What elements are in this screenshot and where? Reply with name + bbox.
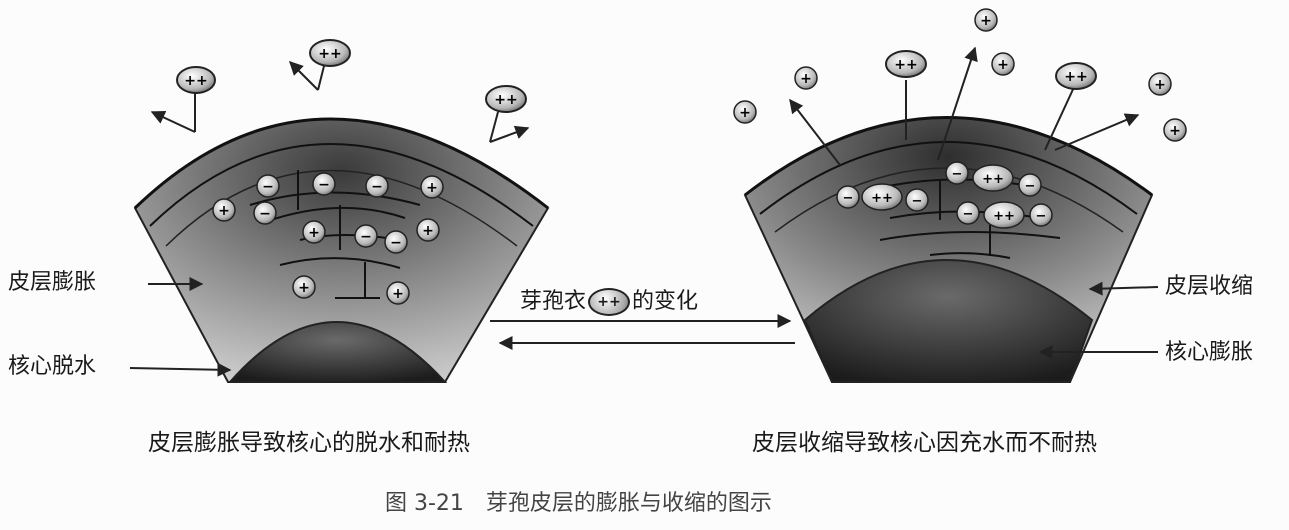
right-ion-double-plus: ++ xyxy=(993,209,1015,224)
right-ion-minus: − xyxy=(1025,179,1036,194)
left-ion-plus: + xyxy=(422,223,434,239)
left-cortex-ions: − − − + + − + − − + + xyxy=(212,172,444,305)
left-ion-plus: + xyxy=(426,180,438,196)
left-ion-plus: + xyxy=(218,203,230,219)
right-ion-double-plus: ++ xyxy=(982,172,1004,187)
right-free-ion-plus: + xyxy=(739,105,751,121)
left-cortex-label: 皮层膨胀 xyxy=(8,270,97,295)
right-free-ion-plus: + xyxy=(1154,77,1166,93)
left-ion-minus: − xyxy=(390,235,402,251)
right-ion-minus: − xyxy=(963,207,974,222)
right-core-label: 核心膨胀 xyxy=(1165,340,1254,365)
left-core-label: 核心脱水 xyxy=(8,354,97,379)
transition-label: 芽孢衣++的变化 xyxy=(520,283,698,316)
left-spore-coat-outer xyxy=(133,117,549,210)
right-free-ion-plus: + xyxy=(980,13,992,29)
left-caption: 皮层膨胀导致核心的脱水和耐热 xyxy=(148,430,470,456)
left-coat-ions: ++ ++ ++ xyxy=(150,39,530,143)
left-ion-minus: − xyxy=(318,177,330,193)
right-spore-core xyxy=(803,259,1094,383)
right-spore-coat-outer xyxy=(744,116,1153,197)
left-coat-ion-3-text: ++ xyxy=(494,92,517,108)
right-spore-coat-inner xyxy=(759,141,1138,215)
left-coat-ion-2-text: ++ xyxy=(318,46,341,62)
left-coat-ion-1-text: ++ xyxy=(184,73,207,89)
left-spore: ++ ++ ++ − − − + + xyxy=(129,39,550,383)
transition-arrows xyxy=(490,314,795,350)
transition-suffix: 的变化 xyxy=(632,289,699,314)
right-free-ion-plus: + xyxy=(1169,123,1181,139)
spore-coat-pill-icon: ++ xyxy=(588,288,631,316)
right-free-ion-plus: + xyxy=(800,71,812,87)
right-cortex-leader xyxy=(1088,281,1159,296)
transition-prefix: 芽孢衣 xyxy=(520,289,587,314)
left-ion-plus: + xyxy=(298,280,310,296)
right-ion-minus: − xyxy=(843,191,854,206)
figure-caption: 图 3-21 芽孢皮层的膨胀与收缩的图示 xyxy=(385,491,772,516)
right-cortex-label: 皮层收缩 xyxy=(1165,274,1254,299)
right-caption: 皮层收缩导致核心因充水而不耐热 xyxy=(752,430,1097,456)
left-spore-core xyxy=(227,321,448,383)
left-ion-minus: − xyxy=(262,179,274,195)
right-cortex-ions: − ++ − − ++ − − ++ − xyxy=(836,161,1053,229)
right-coat-ion-2-text: ++ xyxy=(1064,69,1087,85)
left-spore-coat-inner xyxy=(149,143,534,227)
right-ion-double-plus: ++ xyxy=(871,191,893,206)
left-ion-minus: − xyxy=(360,229,372,245)
right-escape-arrows xyxy=(789,46,1140,166)
right-spore: + + + + + + ++ ++ − ++ xyxy=(733,8,1187,383)
left-ion-minus: − xyxy=(259,206,271,222)
left-ion-plus: + xyxy=(308,225,320,241)
right-ion-minus: − xyxy=(952,167,963,182)
left-spore-coat-inner2 xyxy=(165,169,518,247)
left-ion-minus: − xyxy=(371,179,383,195)
right-free-ion-plus: + xyxy=(997,57,1009,73)
right-coat-ion-1-text: ++ xyxy=(894,57,917,73)
left-core-leader xyxy=(129,362,232,377)
right-free-ions: + + + + + + ++ ++ xyxy=(733,8,1187,142)
right-ion-minus: − xyxy=(912,194,923,209)
right-ion-minus: − xyxy=(1036,209,1047,224)
left-ion-plus: + xyxy=(392,286,404,302)
